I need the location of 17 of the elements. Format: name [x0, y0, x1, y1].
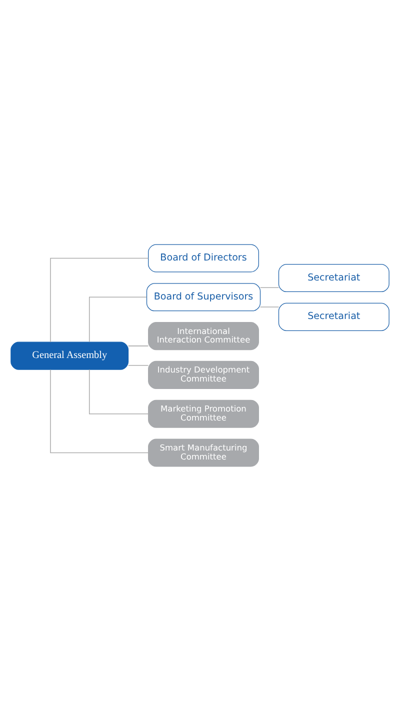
connector: [260, 306, 280, 307]
node-box: Industry Development Committee: [148, 360, 259, 388]
connector: [88, 296, 147, 342]
connector: [128, 364, 149, 366]
node-box: International Interaction Committee: [148, 322, 259, 350]
connector: [88, 368, 149, 414]
node-box: General Assembly: [10, 341, 129, 370]
node-box: Board of Supervisors: [146, 282, 261, 311]
node-box: Board of Directors: [148, 244, 259, 272]
connector: [50, 257, 149, 342]
node-box: Secretariat: [278, 302, 390, 330]
node-box: Secretariat: [278, 264, 390, 292]
connector: [50, 368, 149, 453]
connector: [128, 345, 149, 346]
connector: [260, 286, 280, 288]
node-box: Marketing Promotion Committee: [148, 399, 259, 428]
node-box: Smart Manufacturing Committee: [148, 438, 259, 466]
